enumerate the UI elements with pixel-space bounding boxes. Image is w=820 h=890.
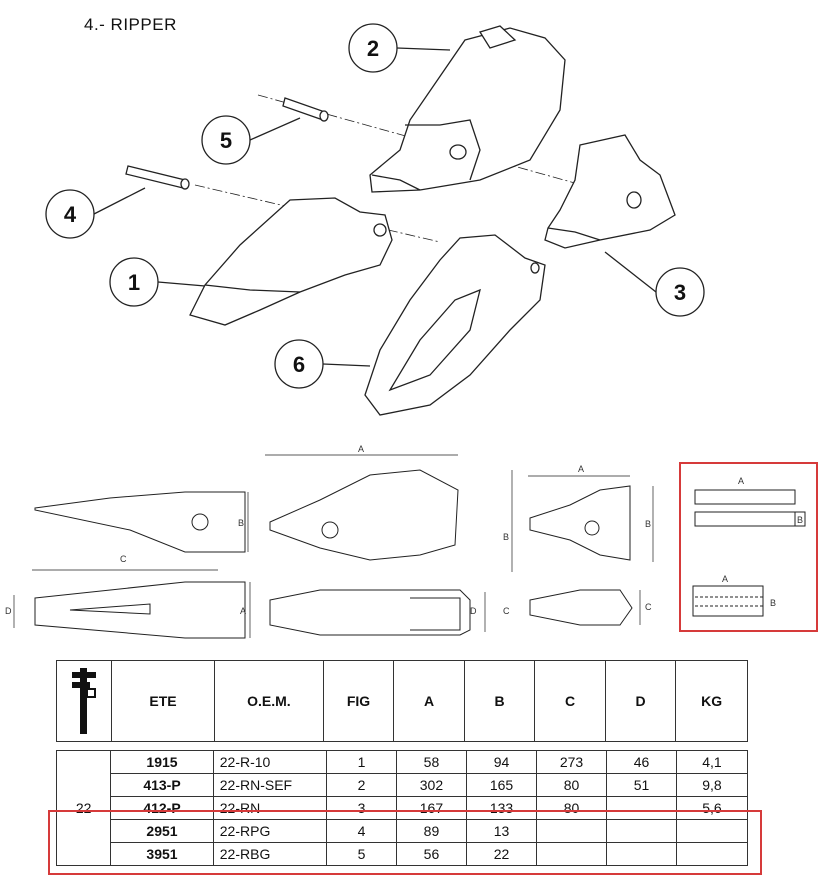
cell-ete: 412-P — [110, 796, 214, 820]
col-ete: ETE — [110, 660, 216, 742]
dim-label-d-tooth: D — [5, 606, 12, 616]
part-2-adapter — [369, 25, 566, 193]
callout-6: 6 — [293, 352, 305, 377]
callout-2: 2 — [367, 36, 379, 61]
exploded-assembly-drawing: 2 5 4 1 3 6 — [45, 23, 705, 416]
dimension-drawings: C B D A A B D C A B C A B A B — [5, 444, 806, 639]
cell-b: 94 — [465, 750, 538, 774]
cell-a: 302 — [395, 773, 467, 797]
dim-label-a-pin-top: A — [738, 476, 744, 486]
table-row: 413-P 22-RN-SEF 2 302 165 80 51 9,8 — [57, 773, 749, 797]
rows-highlight-box — [48, 810, 762, 875]
dim-label-b-adapter3: B — [645, 519, 651, 529]
cell-a: 58 — [395, 750, 467, 774]
col-fig: FIG — [322, 660, 395, 742]
cell-kg: 5,6 — [675, 796, 749, 820]
cell-fig: 4 — [326, 819, 397, 843]
cell-d — [606, 842, 677, 866]
spec-table-header: ETE O.E.M. FIG A B C D KG — [56, 660, 748, 742]
cell-fig: 2 — [326, 773, 397, 797]
dim-label-b-pin-top: B — [797, 515, 803, 525]
dim-label-c-adapter3: C — [645, 602, 652, 612]
cell-ete: 1915 — [110, 750, 214, 774]
cell-d: 46 — [606, 750, 677, 774]
cell-c: 80 — [536, 796, 608, 820]
caliper-header-cell — [56, 660, 112, 742]
cell-ete: 413-P — [110, 773, 214, 797]
cell-c: 273 — [536, 750, 608, 774]
cell-oem: 22-R-10 — [212, 750, 328, 774]
dim-label-b-tooth: B — [238, 518, 244, 528]
cell-fig: 5 — [326, 842, 397, 866]
caliper-icon — [71, 667, 96, 734]
part-6-tooth — [364, 234, 546, 416]
page-title: 4.- RIPPER — [84, 15, 177, 34]
cell-kg: 4,1 — [675, 750, 749, 774]
cell-c: 80 — [536, 773, 608, 797]
cell-fig: 1 — [326, 750, 397, 774]
dim-label-a-tooth: A — [240, 606, 246, 616]
dim-label-d-adapter2: D — [470, 606, 477, 616]
cell-b: 165 — [465, 773, 538, 797]
cell-kg — [675, 842, 749, 866]
table-row: 3951 22-RBG 5 56 22 — [57, 842, 749, 866]
cell-d: 51 — [606, 773, 677, 797]
cell-a: 89 — [395, 819, 467, 843]
cell-a: 167 — [395, 796, 467, 820]
col-a: A — [393, 660, 465, 742]
table-row: 412-P 22-RN 3 167 133 80 5,6 — [57, 796, 749, 820]
dim-label-c-adapter2: C — [503, 606, 510, 616]
col-b: B — [463, 660, 536, 742]
part-4-pin — [125, 165, 190, 190]
cell-ete: 3951 — [110, 842, 214, 866]
callout-1: 1 — [128, 270, 140, 295]
cell-kg: 9,8 — [675, 773, 749, 797]
spec-table-body: 22 1915 22-R-10 1 58 94 273 46 4,1 413-P… — [55, 750, 749, 866]
col-d: D — [604, 660, 677, 742]
part-5-pin — [282, 97, 329, 122]
col-kg: KG — [675, 660, 748, 742]
dim-label-a-adapter3: A — [578, 464, 584, 474]
dim-label-b-adapter2: B — [503, 532, 509, 542]
col-c: C — [534, 660, 606, 742]
cell-oem: 22-RN-SEF — [212, 773, 328, 797]
callout-3: 3 — [674, 280, 686, 305]
group-label: 22 — [55, 750, 112, 866]
cell-a: 56 — [395, 842, 467, 866]
dim-label-a-adapter2: A — [358, 444, 364, 454]
cell-b: 22 — [465, 842, 538, 866]
callout-5: 5 — [220, 128, 232, 153]
cell-c — [536, 842, 608, 866]
pins-highlight-box — [679, 462, 818, 632]
callout-4: 4 — [64, 202, 77, 227]
part-3-adapter — [544, 134, 676, 249]
col-oem: O.E.M. — [214, 660, 324, 742]
table-row: 22 1915 22-R-10 1 58 94 273 46 4,1 — [55, 750, 749, 866]
cell-kg — [675, 819, 749, 843]
dim-label-a-pin-bottom: A — [722, 574, 728, 584]
part-1-tooth — [189, 197, 393, 326]
dim-label-c: C — [120, 554, 127, 564]
cell-d — [606, 796, 677, 820]
cell-oem: 22-RBG — [212, 842, 328, 866]
dim-label-b-pin-bottom: B — [770, 598, 776, 608]
